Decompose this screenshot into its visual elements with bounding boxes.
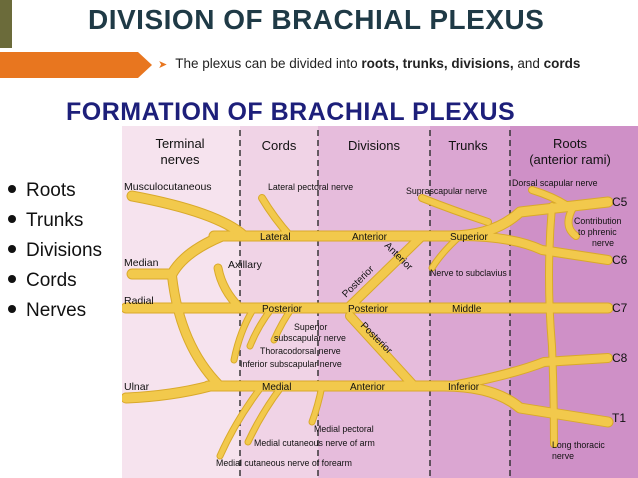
col-trunks-bg	[430, 126, 510, 478]
nerve-paths	[122, 186, 614, 460]
label-long-thoracic-2: nerve	[552, 451, 574, 461]
label-inf-subscap: Inferior subscapular nerve	[240, 359, 342, 369]
nerve-median-medial-root	[168, 272, 224, 390]
list-item: Roots	[8, 176, 102, 206]
division-label-anterior-medial: Anterior	[350, 382, 386, 393]
cord-label-medial: Medial	[262, 382, 291, 393]
list-item-label: Cords	[26, 270, 77, 291]
col-header-cords: Cords	[262, 138, 297, 153]
orange-accent-arrow	[138, 52, 152, 78]
trunk-label-inferior: Inferior	[448, 382, 480, 393]
nerve-medial-line	[203, 381, 613, 427]
list-item-label: Nerves	[26, 300, 87, 321]
title-accent-strip	[0, 0, 12, 48]
cord-label-lateral: Lateral	[260, 232, 291, 243]
col-header-divisions: Divisions	[348, 138, 401, 153]
label-ulnar: Ulnar	[124, 381, 150, 393]
bullet-dot-icon	[8, 244, 16, 253]
list-item: Divisions	[8, 236, 102, 266]
label-thoracodorsal: Thoracodorsal nerve	[260, 346, 341, 356]
plexus-diagram: Terminal nerves Cords Divisions Trunks R…	[122, 126, 638, 478]
trunk-label-middle: Middle	[452, 304, 482, 315]
col-cords-bg	[240, 126, 318, 478]
nerve-subclavius	[429, 233, 463, 271]
nerve-axillary	[214, 264, 244, 312]
bullet-mid: and	[513, 56, 544, 71]
nerve-superior-subscapular	[271, 305, 295, 343]
root-label-c6: C6	[612, 253, 628, 267]
col-divisions-bg	[318, 126, 430, 478]
label-med-cut-forearm: Medial cutaneous nerve of forearm	[216, 458, 352, 468]
bullet-dot-icon	[8, 304, 16, 313]
trunk-label-superior: Superior	[450, 232, 488, 243]
label-dorsal-scapular: Dorsal scapular nerve	[512, 178, 598, 188]
nerve-lateral-pectoral	[259, 195, 293, 239]
label-long-thoracic-1: Long thoracic	[552, 440, 605, 450]
nerve-medial-cutaneous-forearm	[217, 383, 265, 459]
label-subclavius: Nerve to subclavius	[430, 268, 507, 278]
nerve-lateral-line	[209, 197, 613, 241]
figure-title: FORMATION OF BRACHIAL PLEXUS	[66, 98, 516, 126]
label-lateral-pectoral: Lateral pectoral nerve	[268, 182, 353, 192]
label-musculocutaneous: Musculocutaneous	[124, 181, 212, 193]
nerve-dorsal-scapular	[529, 187, 571, 209]
label-phrenic-2: to phrenic	[578, 227, 617, 237]
col-header-trunks: Trunks	[448, 138, 488, 153]
nerve-posterior-division-lower	[346, 312, 418, 390]
nerve-musculocutaneous	[127, 191, 249, 241]
root-label-t1: T1	[612, 411, 626, 425]
division-label-posterior-mid: Posterior	[348, 304, 389, 315]
nerve-ulnar	[122, 381, 215, 403]
label-phrenic-1: Contribution	[574, 216, 622, 226]
slide-title: DIVISION OF BRACHIAL PLEXUS	[88, 4, 545, 35]
col-header-terminal-1: Terminal	[155, 136, 204, 151]
nerve-inferior-subscapular	[231, 305, 257, 363]
nerve-medial-pectoral	[309, 383, 325, 425]
label-radial: Radial	[124, 295, 154, 307]
orange-accent-band	[0, 52, 138, 78]
label-phrenic-3: nerve	[592, 238, 614, 248]
nerve-c8-root	[448, 354, 612, 390]
label-med-cut-arm: Medial cutaneous nerve of arm	[254, 438, 375, 448]
bullet-dot-icon	[8, 214, 16, 223]
arrow-bullet-icon: ➤	[158, 59, 168, 71]
nerve-medial-cutaneous-arm	[245, 383, 285, 445]
list-item-label: Divisions	[26, 240, 103, 261]
label-suprascapular: Suprascapular nerve	[406, 186, 487, 196]
label-medial-pectoral: Medial pectoral	[314, 424, 374, 434]
list-item: Cords	[8, 266, 102, 296]
label-sup-subscap-2: subscapular nerve	[274, 333, 346, 343]
root-label-c5: C5	[612, 195, 628, 209]
slide-bullet: ➤ The plexus can be divided into roots, t…	[158, 56, 580, 71]
bullet-dot-icon	[8, 184, 16, 193]
list-item-label: Roots	[26, 180, 76, 201]
nerve-c6-root	[456, 232, 612, 264]
bullet-bold-1: roots, trunks, divisions,	[361, 56, 514, 71]
nerve-thoracodorsal	[247, 305, 275, 349]
root-label-c8: C8	[612, 351, 628, 365]
list-item-label: Trunks	[26, 210, 84, 231]
label-axillary: Axillary	[228, 259, 263, 271]
list-item: Trunks	[8, 206, 102, 236]
cord-label-posterior: Posterior	[262, 304, 303, 315]
nerve-phrenic-contribution	[565, 203, 579, 239]
division-label-anterior-lateral: Anterior	[352, 232, 388, 243]
nerve-posterior-division-upper	[344, 232, 426, 312]
col-header-terminal-2: nerves	[160, 152, 200, 167]
nerve-long-thoracic	[546, 203, 557, 447]
list-item: Nerves	[8, 296, 102, 326]
col-header-roots-1: Roots	[553, 136, 587, 151]
bullet-dot-icon	[8, 274, 16, 283]
root-label-c7: C7	[612, 301, 628, 315]
nerve-suprascapular	[419, 195, 491, 225]
col-header-roots-2: (anterior rami)	[529, 152, 611, 167]
bullet-bold-2: cords	[543, 56, 581, 71]
label-sup-subscap-1: Superior	[294, 322, 327, 332]
label-median: Median	[124, 257, 159, 269]
bullet-prefix: The plexus can be divided into	[175, 56, 362, 71]
component-list: Roots Trunks Divisions Cords Nerves	[8, 176, 102, 326]
